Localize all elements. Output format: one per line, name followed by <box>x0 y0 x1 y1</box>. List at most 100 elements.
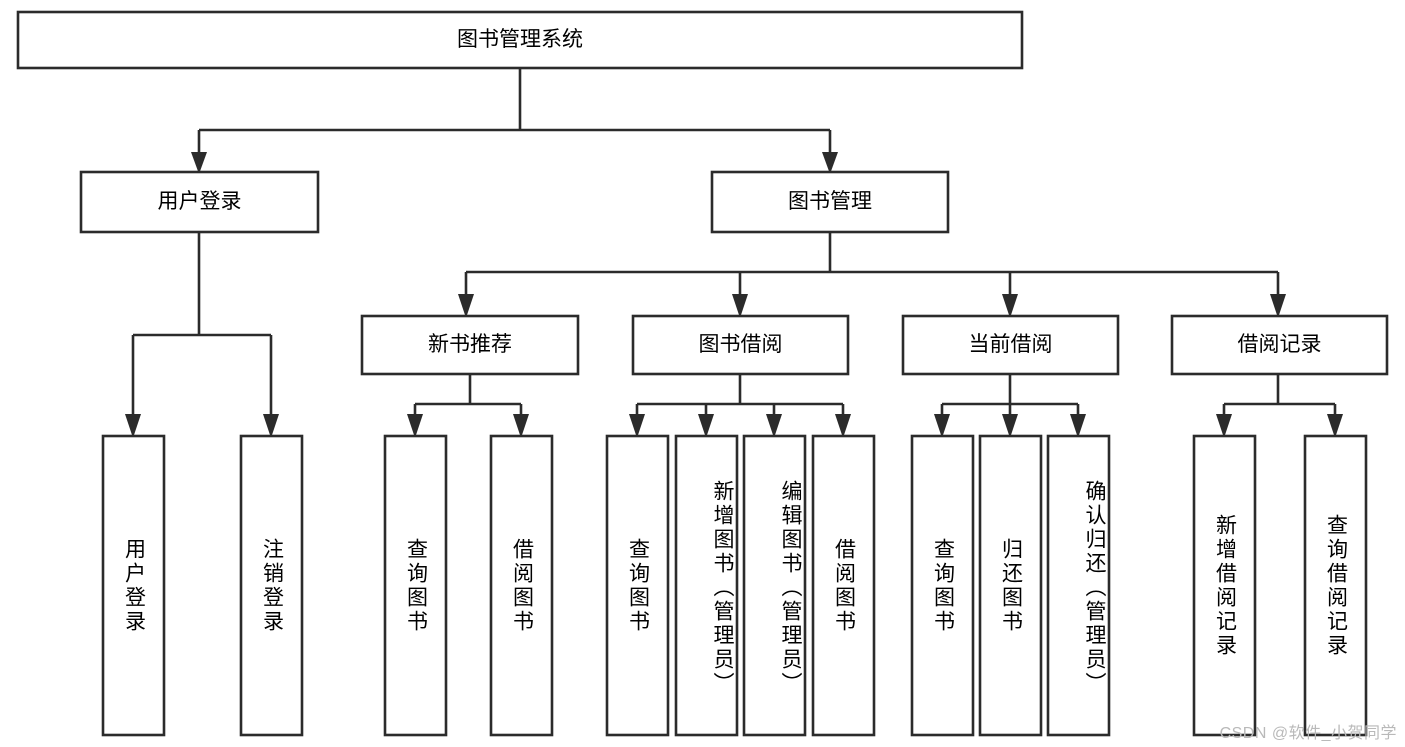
node-current-borrow[interactable]: 当前借阅 <box>901 314 1120 376</box>
leaf-label-wrap: 查询借阅记录 <box>1324 513 1348 658</box>
leaf-user-login-1[interactable]: 注销登录 <box>239 434 304 737</box>
arrow-br-leaf-0 <box>1216 414 1232 438</box>
leaf-box[interactable] <box>978 434 1043 737</box>
arrow-cb-leaf-1 <box>1002 414 1018 438</box>
leaf-book-borrow-3[interactable]: 借阅图书 <box>811 434 876 737</box>
arrow-to-borrow-record <box>1270 294 1286 318</box>
node-new-book-rec-label-wrap: 新书推荐 <box>428 333 512 357</box>
leaf-label-wrap: 新增借阅记录 <box>1213 513 1237 658</box>
arrow-user-login-leaf-0 <box>125 414 141 438</box>
node-new-book-rec[interactable]: 新书推荐 <box>360 314 580 376</box>
leaf-label-wrap: 新增图书（管理员） <box>711 480 734 696</box>
node-root-label-wrap: 图书管理系统 <box>457 28 583 52</box>
node-book-borrow[interactable]: 图书借阅 <box>631 314 850 376</box>
connector-group-borrow-record <box>1216 374 1343 438</box>
leaf-label: 借阅图书 <box>832 537 856 634</box>
connector-group-user-login <box>125 232 279 438</box>
leaf-current-borrow-0[interactable]: 查询图书 <box>910 434 975 737</box>
arrow-br-leaf-1 <box>1327 414 1343 438</box>
leaf-label-wrap: 注销登录 <box>261 538 284 634</box>
node-new-book-rec-box[interactable] <box>360 314 580 376</box>
connector-group-current-borrow <box>934 374 1086 438</box>
leaf-box[interactable] <box>1046 434 1111 737</box>
node-borrow-record[interactable]: 借阅记录 <box>1170 314 1389 376</box>
node-borrow-record-box[interactable] <box>1170 314 1389 376</box>
arrow-nbr-leaf-0 <box>407 414 423 438</box>
leaf-label: 查询图书 <box>931 537 955 634</box>
leaf-label: 用户登录 <box>122 537 146 634</box>
node-borrow-record-label-wrap: 借阅记录 <box>1237 333 1322 357</box>
node-root[interactable]: 图书管理系统 <box>16 10 1024 70</box>
arrow-bb-leaf-0 <box>629 414 645 438</box>
leaf-label-wrap: 借阅图书 <box>832 537 856 634</box>
arrow-bb-leaf-1 <box>698 414 714 438</box>
leaf-box[interactable] <box>101 434 166 737</box>
arrow-user-login-leaf-1 <box>263 414 279 438</box>
leaf-label: 查询图书 <box>404 537 428 634</box>
arrow-to-new-book-rec <box>458 294 474 318</box>
leaf-book-borrow-1[interactable]: 新增图书（管理员） <box>674 434 739 737</box>
leaf-box[interactable] <box>742 434 807 737</box>
leaf-new-book-rec-0[interactable]: 查询图书 <box>383 434 448 737</box>
leaf-label: 新增借阅记录 <box>1213 513 1237 658</box>
leaf-current-borrow-2[interactable]: 确认归还（管理员） <box>1046 434 1111 737</box>
node-current-borrow-label: 当前借阅 <box>968 333 1053 357</box>
node-user-login[interactable]: 用户登录 <box>79 170 320 234</box>
leaf-box[interactable] <box>489 434 554 737</box>
node-current-borrow-label-wrap: 当前借阅 <box>968 333 1053 357</box>
leaf-user-login-0[interactable]: 用户登录 <box>101 434 166 737</box>
leaf-book-borrow-2[interactable]: 编辑图书（管理员） <box>742 434 807 737</box>
leaf-label-wrap: 编辑图书（管理员） <box>779 479 802 696</box>
leaf-box[interactable] <box>239 434 304 737</box>
node-user-login-box[interactable] <box>79 170 320 234</box>
leaf-current-borrow-1[interactable]: 归还图书 <box>978 434 1043 737</box>
arrow-cb-leaf-0 <box>934 414 950 438</box>
leaf-label-wrap: 查询图书 <box>626 537 650 634</box>
connector-group-book-borrow <box>629 374 851 438</box>
node-user-login-label: 用户登录 <box>157 190 242 214</box>
node-new-book-rec-label: 新书推荐 <box>428 333 512 357</box>
leaf-box[interactable] <box>811 434 876 737</box>
arrow-to-book-manage <box>822 152 838 174</box>
leaf-label: 确认归还（管理员） <box>1083 479 1106 696</box>
node-book-borrow-label: 图书借阅 <box>698 333 783 357</box>
arrow-to-user-login <box>191 152 207 174</box>
connector-group-new-book-rec <box>407 374 529 438</box>
arrow-bb-leaf-2 <box>766 414 782 438</box>
leaf-box[interactable] <box>1192 434 1257 737</box>
leaf-label-wrap: 确认归还（管理员） <box>1083 479 1106 696</box>
arrow-nbr-leaf-1 <box>513 414 529 438</box>
leaf-box[interactable] <box>605 434 670 737</box>
node-book-manage-label: 图书管理 <box>788 190 872 214</box>
leaf-new-book-rec-1[interactable]: 借阅图书 <box>489 434 554 737</box>
leaf-label-wrap: 借阅图书 <box>510 537 534 634</box>
leaf-box[interactable] <box>910 434 975 737</box>
leaf-borrow-record-0[interactable]: 新增借阅记录 <box>1192 434 1257 737</box>
leaf-label: 查询借阅记录 <box>1324 513 1348 658</box>
leaf-label: 借阅图书 <box>510 537 534 634</box>
leaf-label-wrap: 查询图书 <box>931 537 955 634</box>
leaf-box[interactable] <box>674 434 739 737</box>
node-root-label: 图书管理系统 <box>457 28 583 52</box>
node-book-manage-label-wrap: 图书管理 <box>788 190 872 214</box>
node-book-borrow-box[interactable] <box>631 314 850 376</box>
leaf-book-borrow-0[interactable]: 查询图书 <box>605 434 670 737</box>
leaf-borrow-record-1[interactable]: 查询借阅记录 <box>1303 434 1368 737</box>
node-current-borrow-box[interactable] <box>901 314 1120 376</box>
node-book-manage-box[interactable] <box>710 170 950 234</box>
connector-group-root <box>191 68 838 174</box>
leaf-label-wrap: 用户登录 <box>122 537 146 634</box>
leaf-label-wrap: 查询图书 <box>404 537 428 634</box>
connector-group-book-manage <box>458 232 1286 318</box>
leaf-label: 查询图书 <box>626 537 650 634</box>
node-borrow-record-label: 借阅记录 <box>1237 333 1322 357</box>
leaf-label: 编辑图书（管理员） <box>779 479 802 696</box>
arrow-to-current-borrow <box>1002 294 1018 318</box>
node-root-box[interactable] <box>16 10 1024 70</box>
node-book-borrow-label-wrap: 图书借阅 <box>698 333 783 357</box>
leaf-box[interactable] <box>383 434 448 737</box>
node-book-manage[interactable]: 图书管理 <box>710 170 950 234</box>
leaf-box[interactable] <box>1303 434 1368 737</box>
